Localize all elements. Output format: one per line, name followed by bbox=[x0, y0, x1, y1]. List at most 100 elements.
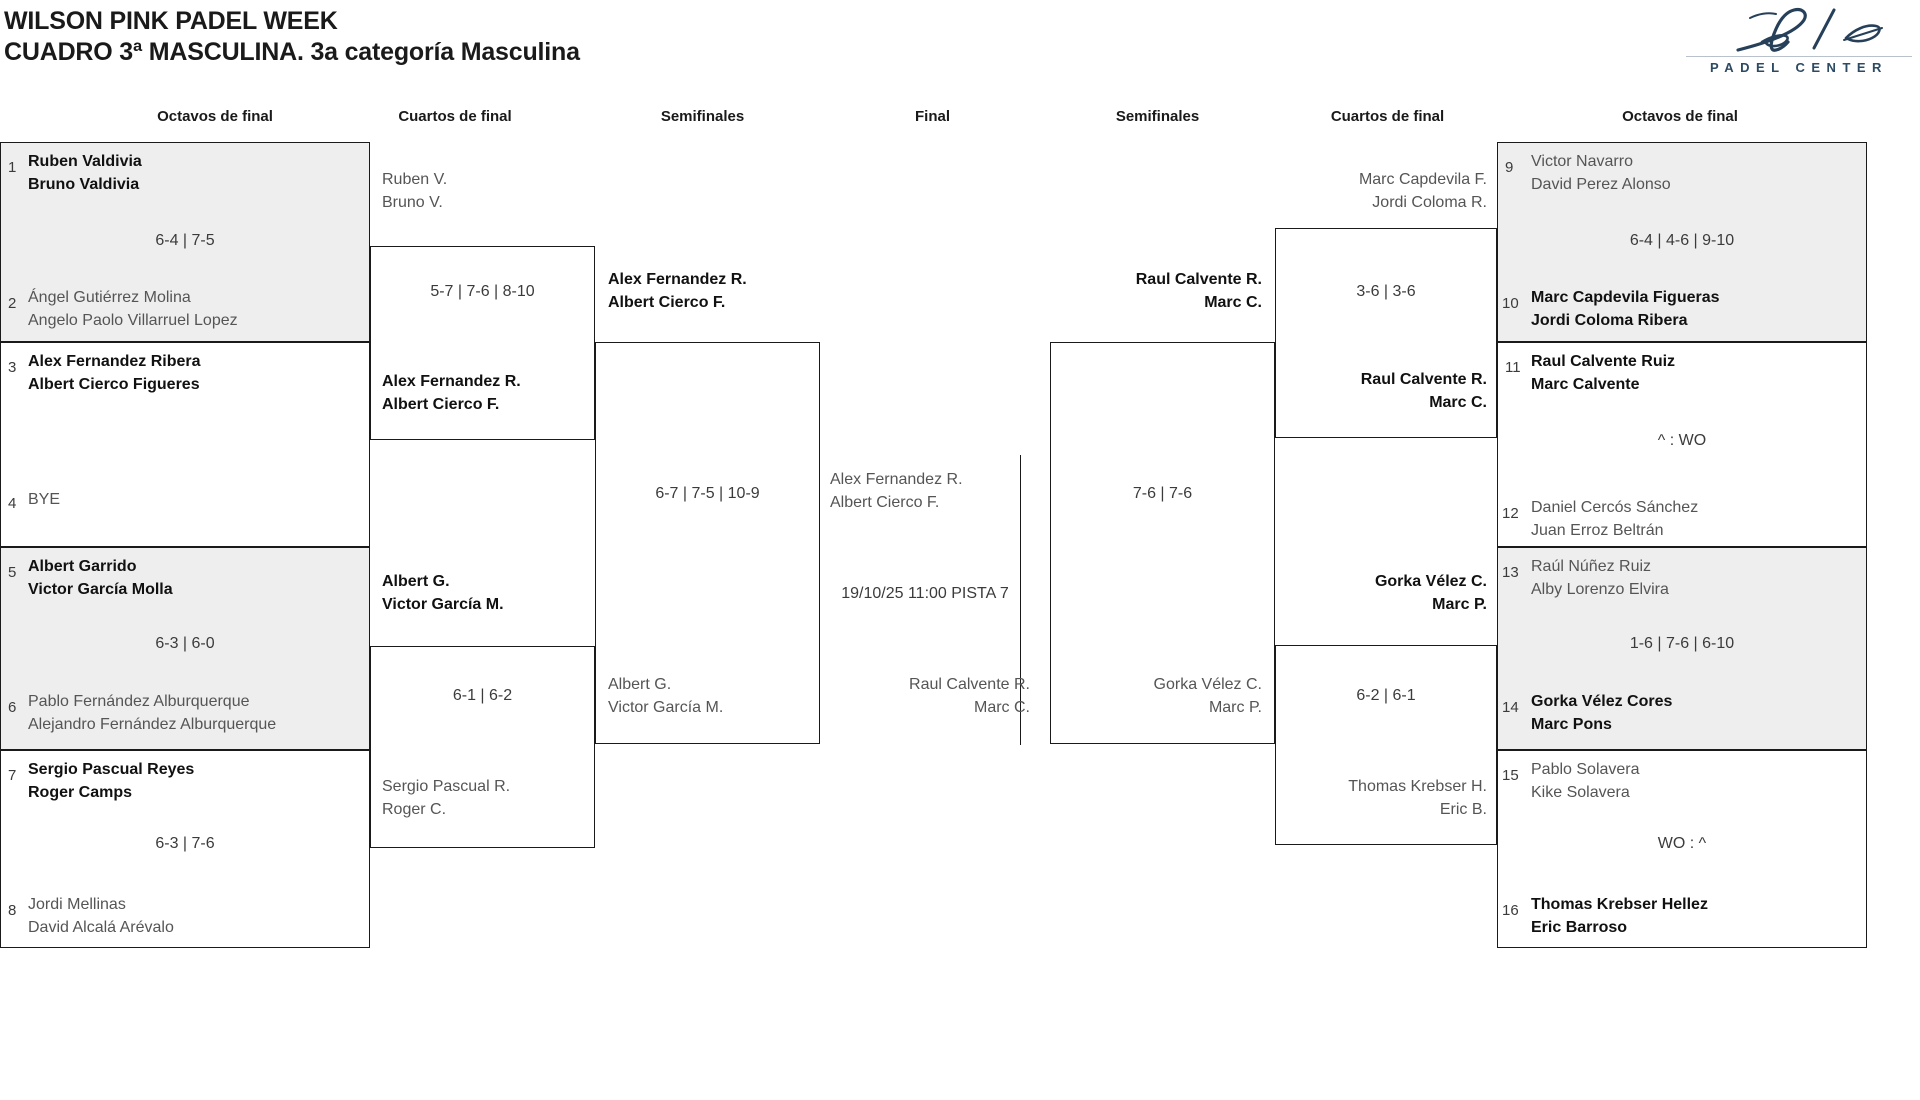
score-l-oct-3: 6-3 | 6-0 bbox=[155, 635, 215, 652]
score-r-oct-2: ^ : WO bbox=[1657, 432, 1707, 449]
player-name: Albert G. bbox=[608, 676, 672, 693]
score-l-cua-2: 6-1 | 6-2 bbox=[452, 687, 513, 704]
round-header-final: Final bbox=[914, 108, 950, 125]
player-name: Alex Fernandez R. bbox=[830, 471, 963, 488]
player-name: Alejandro Fernández Alburquerque bbox=[28, 716, 277, 733]
score-r-oct-1: 6-4 | 4-6 | 9-10 bbox=[1629, 232, 1735, 249]
seed-number: 10 bbox=[1502, 295, 1519, 312]
player-name: Victor Navarro bbox=[1531, 153, 1633, 170]
score-l-oct-4: 6-3 | 7-6 bbox=[155, 835, 215, 852]
player-name: Marc C. bbox=[1429, 394, 1487, 411]
match-box-l-oct-2 bbox=[0, 342, 370, 547]
player-name: Pablo Solavera bbox=[1531, 761, 1640, 778]
player-name: Pablo Fernández Alburquerque bbox=[28, 693, 250, 710]
page-title: WILSON PINK PADEL WEEK CUADRO 3ª MASCULI… bbox=[4, 6, 580, 68]
player-name: Alex Fernandez R. bbox=[382, 373, 521, 390]
player-name: Raúl Núñez Ruiz bbox=[1531, 558, 1652, 575]
final-schedule: 19/10/25 11:00 PISTA 7 bbox=[841, 585, 1009, 602]
player-name: Sergio Pascual R. bbox=[382, 778, 511, 795]
score-r-oct-3: 1-6 | 7-6 | 6-10 bbox=[1629, 635, 1735, 652]
match-box-l-cua-2 bbox=[370, 646, 595, 848]
player-name: Sergio Pascual Reyes bbox=[28, 761, 195, 778]
tournament-name: WILSON PINK PADEL WEEK bbox=[4, 7, 338, 35]
logo-divider bbox=[1686, 56, 1912, 57]
player-name: Eric Barroso bbox=[1531, 919, 1628, 936]
round-header-octavos-right: Octavos de final bbox=[1622, 108, 1738, 125]
player-name: Roger Camps bbox=[28, 784, 133, 801]
player-name: Alex Fernandez Ribera bbox=[28, 353, 201, 370]
round-header-cuartos-right: Cuartos de final bbox=[1330, 108, 1445, 125]
player-name: Ángel Gutiérrez Molina bbox=[28, 289, 191, 306]
seed-number: 8 bbox=[8, 902, 17, 919]
player-name: BYE bbox=[28, 491, 61, 508]
score-r-cua-1: 3-6 | 3-6 bbox=[1356, 283, 1416, 300]
player-name: Alby Lorenzo Elvira bbox=[1531, 581, 1669, 598]
seed-number: 4 bbox=[8, 495, 17, 512]
page-header: WILSON PINK PADEL WEEK CUADRO 3ª MASCULI… bbox=[0, 0, 1920, 105]
score-r-oct-4: WO : ^ bbox=[1657, 835, 1707, 852]
seed-number: 16 bbox=[1502, 902, 1519, 919]
score-l-sem-1: 6-7 | 7-5 | 10-9 bbox=[655, 485, 760, 502]
player-name: Bruno Valdivia bbox=[28, 176, 140, 193]
round-header-semis-right: Semifinales bbox=[1115, 108, 1200, 125]
player-name: Gorka Vélez Cores bbox=[1531, 693, 1673, 710]
match-box-r-oct-4 bbox=[1497, 750, 1867, 948]
final-divider bbox=[1020, 455, 1021, 745]
seed-number: 9 bbox=[1505, 159, 1514, 176]
seed-number: 13 bbox=[1502, 564, 1519, 581]
match-box-r-cua-1 bbox=[1275, 228, 1497, 438]
score-r-cua-2: 6-2 | 6-1 bbox=[1356, 687, 1416, 704]
player-name: Marc C. bbox=[1204, 294, 1262, 311]
match-box-r-oct-1 bbox=[1497, 142, 1867, 342]
seed-number: 15 bbox=[1502, 767, 1519, 784]
player-name: Marc P. bbox=[1208, 699, 1262, 716]
player-name: Albert Cierco F. bbox=[608, 294, 726, 311]
player-name: Alex Fernandez R. bbox=[608, 271, 747, 288]
seed-number: 1 bbox=[8, 159, 17, 176]
player-name: Jordi Coloma Ribera bbox=[1531, 312, 1688, 329]
player-name: Albert Cierco Figueres bbox=[28, 376, 200, 393]
player-name: Gorka Vélez C. bbox=[1153, 676, 1262, 693]
player-name: Raul Calvente R. bbox=[909, 676, 1030, 693]
match-box-l-sem-1 bbox=[595, 342, 820, 744]
player-name: Albert Cierco F. bbox=[382, 396, 500, 413]
player-name: Albert Cierco F. bbox=[830, 494, 940, 511]
round-header-semis-left: Semifinales bbox=[660, 108, 745, 125]
player-name: Marc P. bbox=[1432, 596, 1487, 613]
player-name: Raul Calvente R. bbox=[1135, 271, 1262, 288]
player-name: Jordi Mellinas bbox=[28, 896, 126, 913]
player-name: Marc Pons bbox=[1531, 716, 1612, 733]
player-name: Marc Capdevila F. bbox=[1358, 171, 1487, 188]
player-name: Jordi Coloma R. bbox=[1372, 194, 1487, 211]
player-name: Juan Erroz Beltrán bbox=[1531, 522, 1664, 539]
match-box-l-oct-3 bbox=[0, 547, 370, 750]
player-name: Eric B. bbox=[1439, 801, 1487, 818]
player-name: David Alcalá Arévalo bbox=[28, 919, 174, 936]
seed-number: 2 bbox=[8, 295, 17, 312]
seed-number: 11 bbox=[1505, 359, 1521, 376]
score-l-oct-1: 6-4 | 7-5 bbox=[155, 232, 215, 249]
player-name: Victor García M. bbox=[382, 596, 504, 613]
player-name: Marc Calvente bbox=[1531, 376, 1640, 393]
seed-number: 3 bbox=[8, 359, 17, 376]
player-name: Kike Solavera bbox=[1531, 784, 1630, 801]
player-name: Marc Capdevila Figueras bbox=[1531, 289, 1720, 306]
match-box-l-oct-1 bbox=[0, 142, 370, 342]
match-box-r-oct-2 bbox=[1497, 342, 1867, 547]
player-name: Albert G. bbox=[382, 573, 450, 590]
player-name: Thomas Krebser H. bbox=[1348, 778, 1487, 795]
match-box-l-oct-4 bbox=[0, 750, 370, 948]
bela-padel-center-logo: PADEL CENTER bbox=[1686, 4, 1912, 84]
player-name: Victor García M. bbox=[608, 699, 724, 716]
player-name: Albert Garrido bbox=[28, 558, 137, 575]
player-name: Thomas Krebser Hellez bbox=[1531, 896, 1708, 913]
match-box-r-oct-3 bbox=[1497, 547, 1867, 750]
seed-number: 12 bbox=[1502, 505, 1519, 522]
player-name: Roger C. bbox=[382, 801, 447, 818]
player-name: Bruno V. bbox=[382, 194, 443, 211]
match-box-r-sem-1 bbox=[1050, 342, 1275, 744]
player-name: David Perez Alonso bbox=[1531, 176, 1671, 193]
draw-subtitle: CUADRO 3ª MASCULINA. 3a categoría Mascul… bbox=[4, 38, 580, 66]
round-header-octavos-left: Octavos de final bbox=[157, 108, 273, 125]
player-name: Victor García Molla bbox=[28, 581, 173, 598]
